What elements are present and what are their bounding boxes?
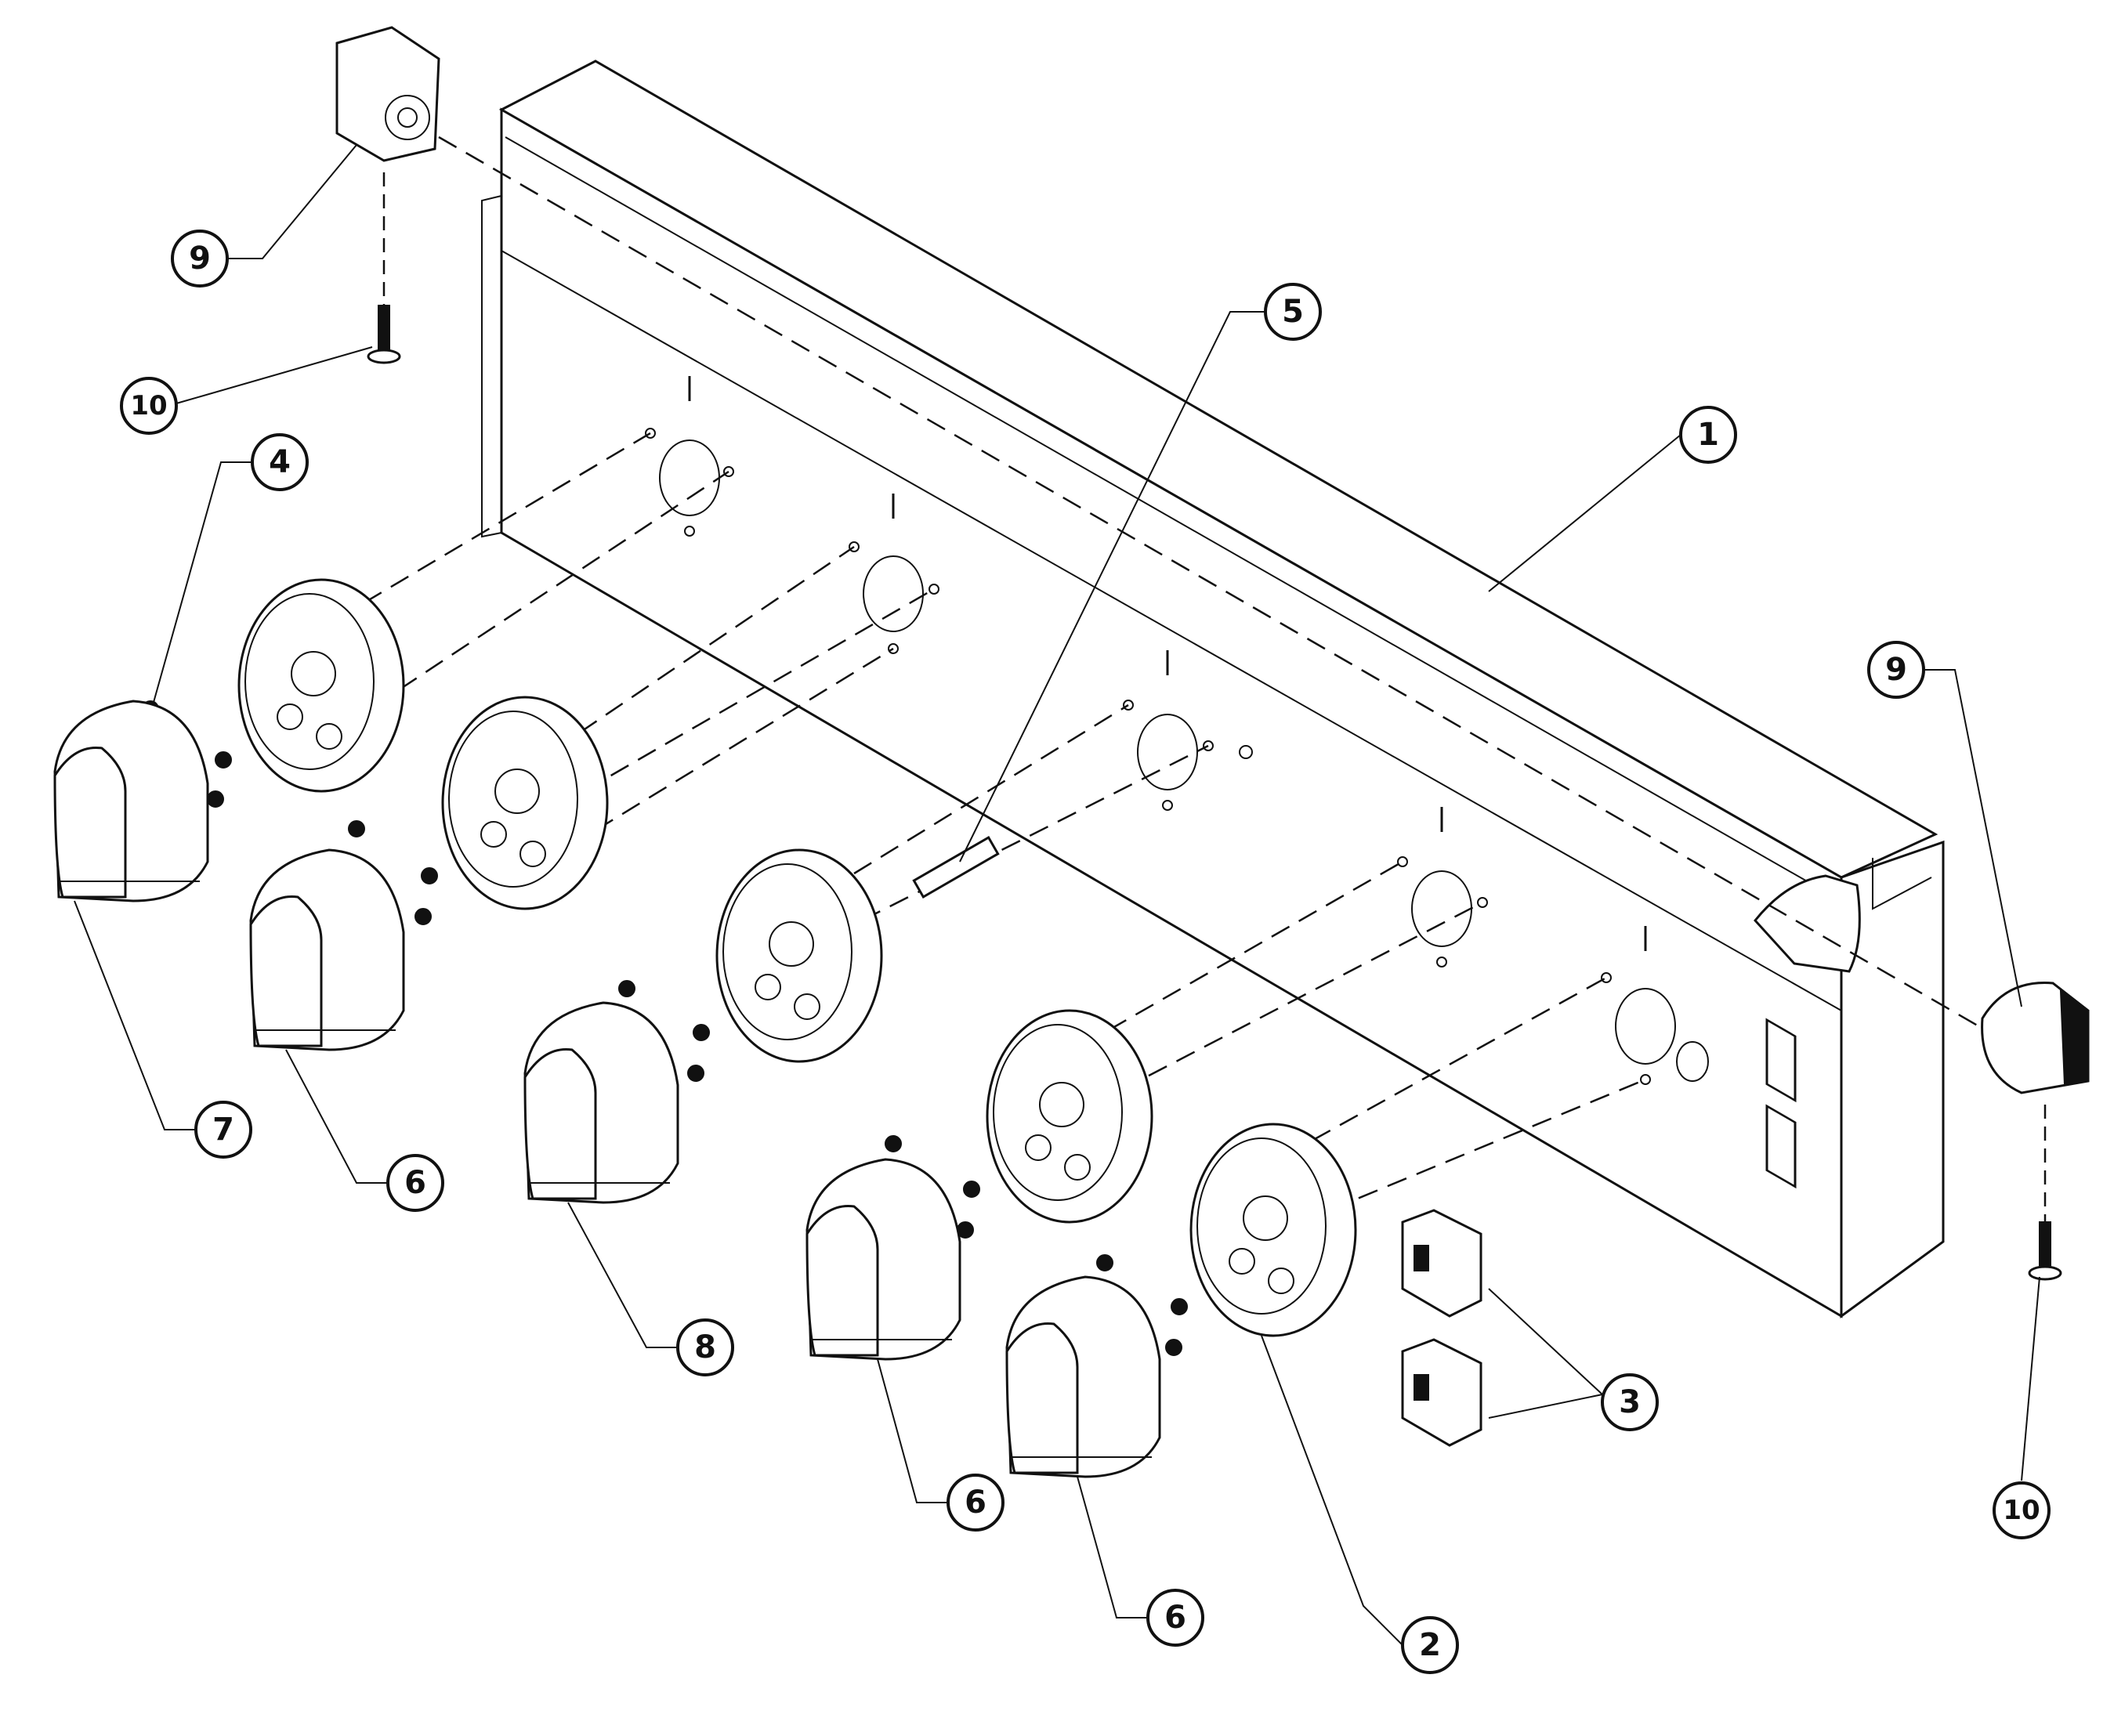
callout-3: 3 (1601, 1373, 1659, 1431)
callout-label: 2 (1419, 1627, 1441, 1663)
knob-8 (523, 1001, 679, 1204)
control-panel (481, 60, 1945, 1318)
callout-6b: 6 (947, 1474, 1005, 1532)
long-screws (367, 305, 2062, 1281)
assembly-lines (336, 136, 2047, 1224)
rocker-switches (1401, 1209, 1482, 1447)
bezel-1 (237, 578, 405, 793)
end-caps (335, 26, 2090, 1094)
callout-4: 4 (251, 433, 309, 491)
callout-label: 8 (694, 1329, 716, 1365)
knob-6c (1005, 1275, 1161, 1478)
callout-1: 1 (1679, 406, 1737, 464)
callout-6c: 6 (1146, 1589, 1204, 1647)
callout-label: 6 (1164, 1600, 1186, 1636)
callout-label: 4 (269, 444, 291, 480)
panel-knob-holes (645, 376, 1709, 1085)
knob-6a (249, 848, 405, 1051)
callout-8: 8 (676, 1318, 734, 1376)
callout-10a: 10 (120, 377, 178, 435)
callout-2: 2 (1401, 1616, 1459, 1674)
knob-bezels (237, 578, 1357, 1337)
callout-label: 10 (130, 390, 167, 421)
callout-5: 5 (1264, 283, 1322, 341)
callout-label: 6 (404, 1165, 426, 1201)
callout-label: 3 (1619, 1384, 1641, 1420)
callout-label: 10 (2003, 1495, 2040, 1526)
callout-6a: 6 (386, 1154, 444, 1212)
callout-9b: 9 (1867, 641, 1925, 699)
knob-7 (53, 700, 209, 902)
knobs (53, 700, 1161, 1478)
callout-label: 9 (1885, 652, 1907, 688)
callout-label: 5 (1282, 294, 1304, 330)
bezel-2 (441, 696, 609, 910)
callout-label: 9 (189, 241, 211, 277)
bezel-5 (1189, 1123, 1357, 1337)
callout-label: 1 (1697, 417, 1719, 453)
callout-7: 7 (194, 1101, 252, 1159)
bezel-screws (142, 700, 1188, 1356)
callout-label: 7 (212, 1112, 234, 1148)
callout-10b: 10 (1993, 1481, 2051, 1539)
callout-9a: 9 (171, 230, 229, 288)
bezel-4 (986, 1009, 1153, 1224)
knob-6b (805, 1158, 961, 1361)
leader-lines (74, 144, 2040, 1646)
pin (912, 836, 1000, 899)
callout-label: 6 (965, 1485, 986, 1521)
bezel-3 (715, 848, 883, 1063)
